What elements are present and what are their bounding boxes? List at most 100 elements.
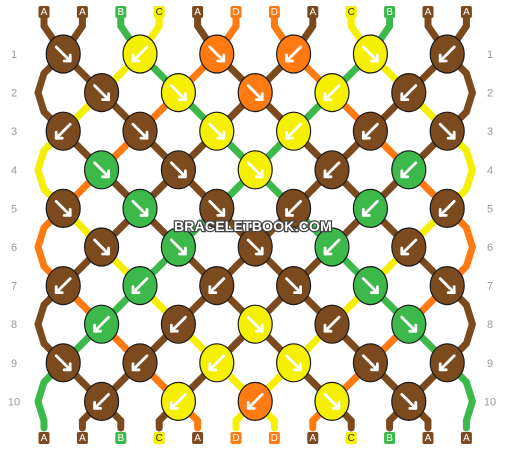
knot [314,227,350,267]
arrow-down-left-icon [361,199,379,217]
arrow-down-left-icon [131,277,149,295]
row-number-right: 5 [487,203,493,215]
arrow-down-right-icon [246,84,264,101]
arrow-down-left-icon [400,161,418,179]
arrow-down-right-icon [93,161,110,179]
arrow-down-right-icon [93,238,110,256]
svg-text:B: B [386,433,393,444]
knot [160,150,196,190]
arrow-down-right-icon [54,199,72,217]
svg-text:C: C [348,7,355,18]
svg-text:A: A [194,433,201,444]
strand-label-bottom: A [422,432,434,444]
strand-label-top: A [192,6,204,18]
arrow-down-right-icon [361,277,379,295]
arrow-down-left-icon [169,315,187,333]
knot [429,343,465,383]
arrow-down-left-icon [323,315,341,333]
svg-text:D: D [232,433,239,444]
knot [83,150,120,190]
arrow-down-right-icon [323,392,341,410]
arrow-down-right-icon [438,122,456,140]
arrow-down-left-icon [169,392,187,410]
arrow-down-left-icon [246,392,264,410]
knot [160,381,196,421]
svg-text:A: A [309,7,316,18]
knot [391,150,427,190]
row-number-left: 4 [11,165,17,177]
svg-text:D: D [271,433,278,444]
arrow-down-right-icon [438,277,456,295]
svg-text:A: A [79,7,86,18]
row-number-left: 2 [11,88,17,100]
arrow-down-right-icon [208,45,226,63]
row-number-right: 2 [487,88,493,100]
row-number-left: 1 [11,49,17,61]
strand-label-top: B [384,6,396,18]
arrow-down-right-icon [361,354,379,372]
arrow-down-left-icon [54,122,72,140]
svg-text:C: C [156,7,163,18]
knot [391,227,427,267]
row-number-right: 3 [487,126,493,138]
arrow-down-left-icon [54,277,72,295]
knot [45,266,81,306]
arrow-down-right-icon [169,161,187,179]
arrow-down-left-icon [400,238,418,256]
row-number-right: 6 [487,242,493,254]
row-number-left: 10 [8,396,20,408]
arrow-down-right-icon [208,199,226,217]
knot [199,188,235,228]
arrow-down-right-icon [169,238,187,256]
strand-label-bottom: A [460,432,472,444]
svg-text:B: B [117,7,124,18]
arrow-down-left-icon [438,45,456,63]
row-number-left: 6 [11,242,17,254]
svg-text:A: A [463,433,470,444]
svg-text:A: A [309,433,316,444]
row-number-left: 9 [11,358,17,370]
strand-label-top: A [460,6,472,18]
knot [391,381,427,421]
knot [122,343,158,383]
knot [199,111,235,151]
arrow-down-left-icon [131,354,149,372]
knot [276,343,312,383]
row-number-left: 3 [11,126,17,138]
row-number-right: 9 [487,358,493,370]
row-number-right: 1 [487,49,493,61]
svg-text:D: D [232,7,239,18]
strand-label-bottom: B [384,432,396,444]
knot [276,188,312,228]
knot [352,34,388,74]
knot [314,72,350,113]
knot [122,111,158,151]
svg-text:B: B [117,433,124,444]
knot [199,266,235,306]
arrow-down-left-icon [285,45,303,63]
strand-label-top: A [307,6,319,18]
arrow-down-left-icon [438,199,456,217]
svg-text:A: A [425,7,432,18]
row-number-right: 4 [487,165,493,177]
knot [45,111,81,151]
arrow-down-right-icon [93,84,110,101]
arrow-down-left-icon [361,122,379,140]
svg-text:A: A [79,433,86,444]
svg-text:A: A [41,433,48,444]
knot [83,381,120,421]
svg-text:D: D [271,7,278,18]
arrow-down-right-icon [131,122,149,140]
knot [237,381,273,421]
knot [391,72,427,113]
knot [45,188,81,228]
svg-text:A: A [41,7,48,18]
strand-label-bottom: A [38,432,50,444]
knot [160,227,196,267]
svg-text:A: A [425,433,432,444]
knot [429,34,465,74]
knot [45,343,81,383]
arrow-down-right-icon [246,315,264,333]
strand-label-top: A [76,6,88,18]
